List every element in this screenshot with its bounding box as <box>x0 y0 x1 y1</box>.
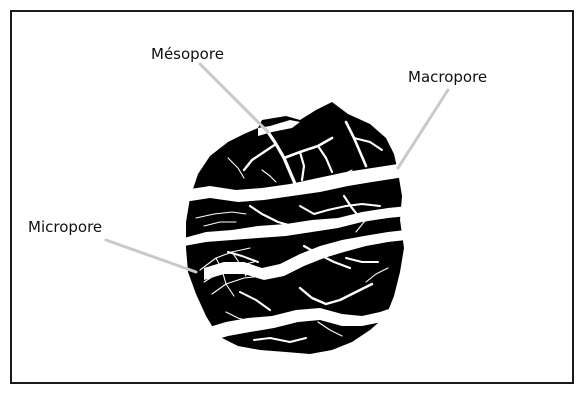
micropore-leader-line <box>106 240 196 272</box>
mesopore-label: Mésopore <box>151 45 224 63</box>
mesopore-leader-line <box>200 64 268 132</box>
micropore-label: Micropore <box>28 218 102 236</box>
macropore-label: Macropore <box>408 68 487 86</box>
macropore-leader-line <box>398 90 448 168</box>
